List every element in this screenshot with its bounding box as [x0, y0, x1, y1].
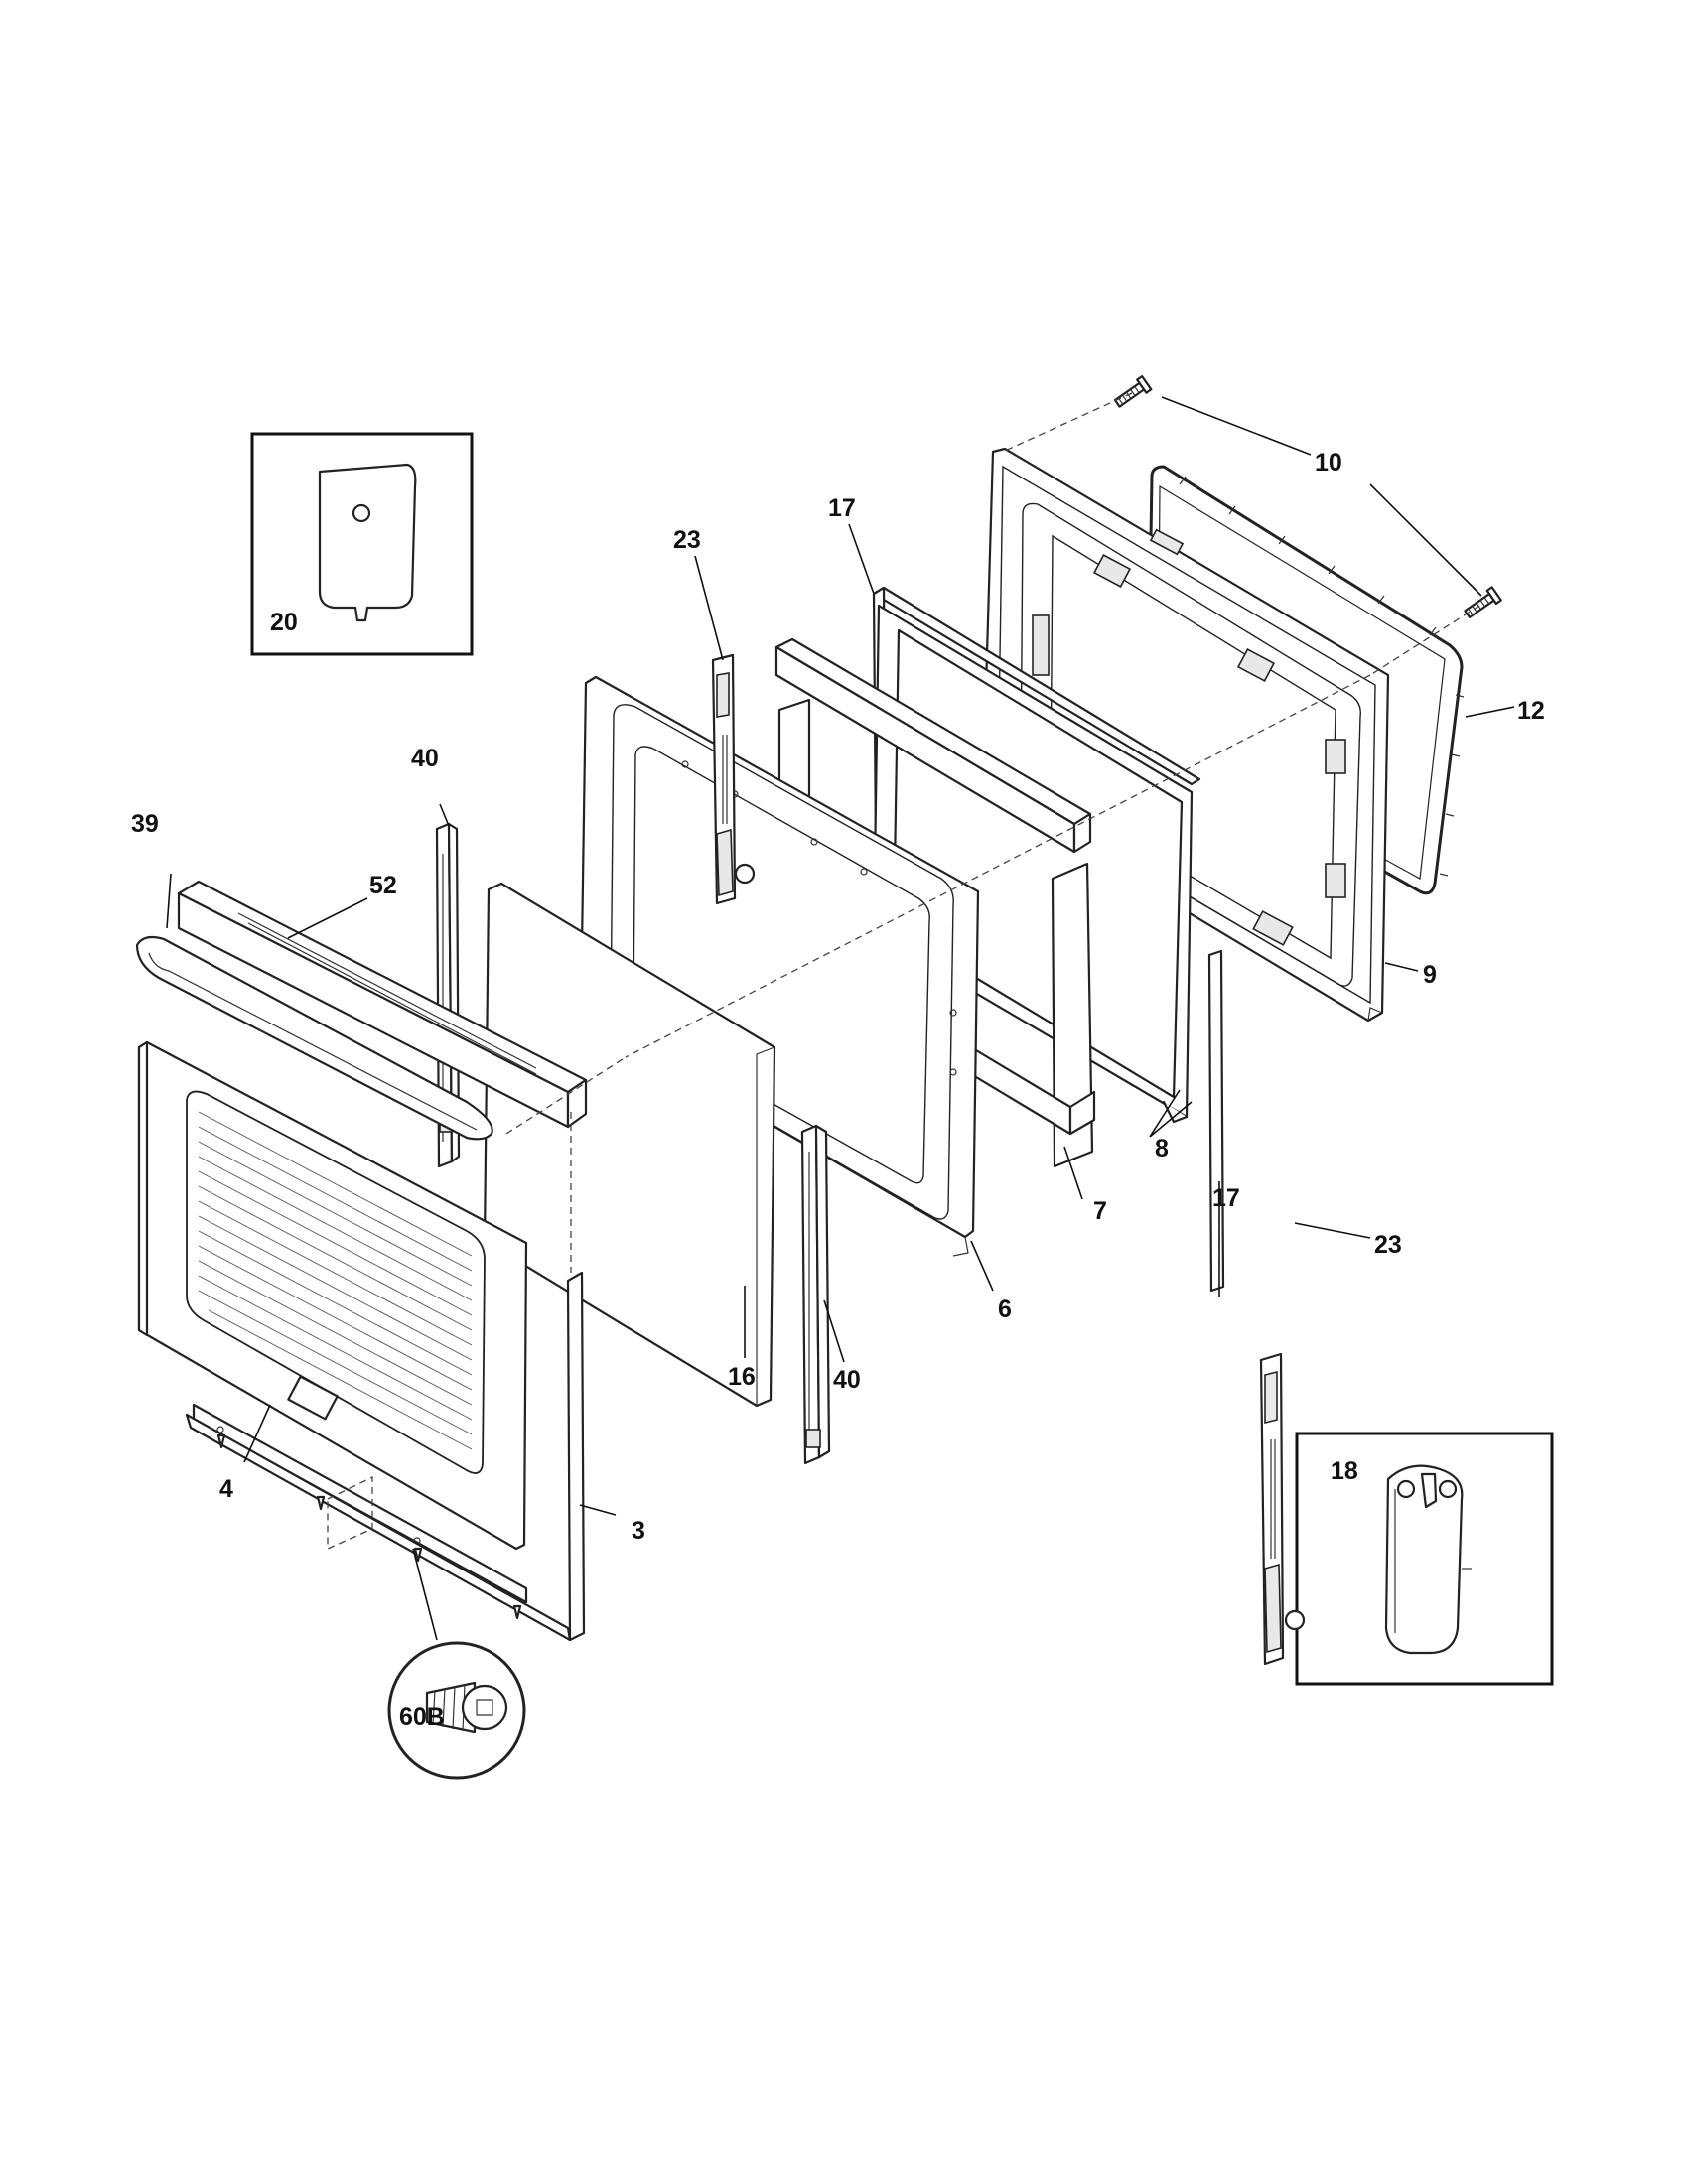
trim-slot [237, 912, 537, 1075]
liner-hinge-pocket [1032, 614, 1050, 676]
part-23-hinges [711, 653, 1306, 1666]
part-4-outer-door-panel [137, 1040, 528, 1604]
insulation-top-end [1072, 812, 1092, 854]
door-latch-bracket-20 [318, 463, 417, 622]
callout-17-bottom: 17 [1212, 1184, 1240, 1212]
glass-panel-edge [756, 1046, 775, 1406]
outer-panel-window [186, 1090, 486, 1474]
callout-numbers: 10 12 9 17 23 8 17 7 23 6 16 40 40 39 52… [131, 449, 1545, 1545]
inset-part-18: 18 [1295, 1432, 1554, 1686]
callout-4: 4 [219, 1475, 233, 1503]
callout-52: 52 [369, 872, 397, 899]
screw-head [461, 1684, 508, 1731]
liner-side-clip-2 [1325, 863, 1346, 898]
trim-bottom [185, 1413, 572, 1642]
part-52-handle-trim [177, 880, 588, 1129]
screw-2 [316, 1495, 326, 1511]
screw-1 [216, 1433, 226, 1449]
callout-20: 20 [270, 609, 298, 636]
callout-17-top: 17 [828, 494, 856, 522]
callout-16: 16 [728, 1363, 756, 1391]
callout-6: 6 [998, 1296, 1012, 1323]
callout-7: 7 [1093, 1197, 1107, 1225]
hinge-23-right [1259, 1352, 1306, 1666]
callout-23-top: 23 [673, 526, 701, 554]
screw-4 [512, 1604, 522, 1620]
callout-9: 9 [1423, 961, 1437, 989]
bottom-screws [216, 1433, 522, 1620]
frame-corner-tab [952, 1236, 969, 1257]
liner-clip-2 [1236, 648, 1276, 682]
bracket-hole [352, 503, 371, 523]
insulation-right-block [1051, 862, 1094, 1168]
hinge-cover-slot [1420, 1472, 1438, 1509]
liner-corner [1367, 1007, 1383, 1022]
hinge-cover-hole-right [1438, 1479, 1458, 1499]
outer-panel-bottom-trim [192, 1403, 528, 1604]
outer-panel-badge [287, 1375, 339, 1421]
liner-clip-3 [1149, 528, 1185, 556]
callout-40-bottom: 40 [833, 1366, 861, 1394]
callout-3: 3 [632, 1517, 645, 1545]
screw-3 [413, 1547, 423, 1563]
screw-drive [476, 1699, 493, 1716]
hinge-23-left [711, 653, 756, 905]
handle-edge [148, 952, 478, 1131]
outer-panel-edge [137, 1040, 149, 1337]
screw-10-right [1464, 586, 1502, 618]
callout-8: 8 [1155, 1135, 1169, 1162]
channel-40-lower [800, 1124, 831, 1465]
liner-bottom-clip [1252, 910, 1294, 946]
callout-12: 12 [1517, 697, 1545, 725]
callout-60b: 60B [399, 1704, 445, 1731]
hinge-cover-18 [1384, 1464, 1464, 1655]
callout-10: 10 [1315, 449, 1342, 477]
callout-39: 39 [131, 810, 159, 838]
callout-18: 18 [1331, 1457, 1358, 1485]
inset-part-20: 20 [250, 432, 474, 656]
trim-side [566, 1271, 586, 1642]
part-39-door-handle [135, 935, 493, 1141]
alignment-lines [327, 392, 1480, 1551]
part-3-door-trim [185, 1271, 586, 1642]
insulation-bottom-end [1068, 1090, 1096, 1136]
liner-side-clip-1 [1325, 739, 1346, 774]
callout-23-bottom: 23 [1374, 1231, 1402, 1259]
part-60b-screw-detail: 60B [387, 1641, 526, 1780]
liner-clip-1 [1092, 554, 1132, 588]
hinge-cover-hole-left [1396, 1479, 1416, 1499]
retainer-right-strip [1207, 949, 1225, 1293]
leader-lines [166, 396, 1515, 1641]
callout-40-top: 40 [411, 745, 439, 772]
handle-bar [135, 935, 493, 1141]
